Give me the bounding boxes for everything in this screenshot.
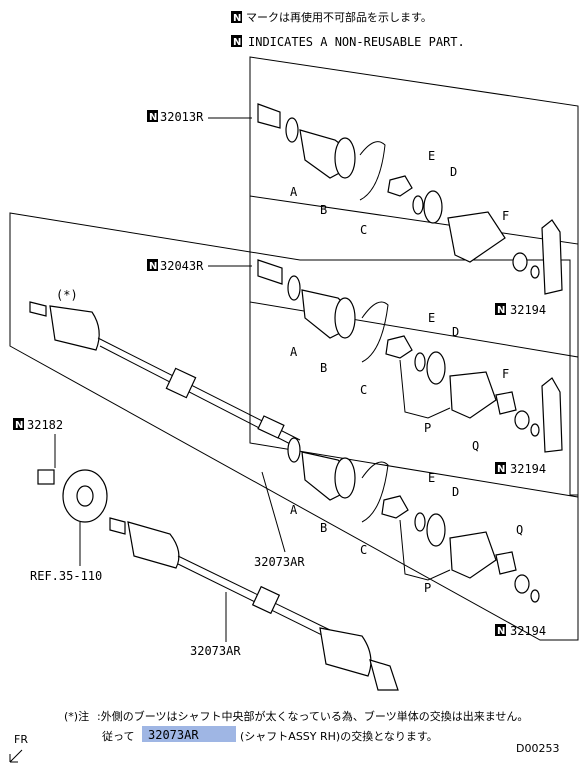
diagram-code: D00253	[516, 742, 559, 755]
n-mark-badge	[495, 462, 506, 474]
letter-B: B	[320, 361, 327, 375]
label-32013R: 32013R	[160, 110, 204, 124]
letter-A: A	[290, 185, 298, 199]
n-mark-badge	[231, 35, 242, 47]
label-32194-lower: 32194	[510, 624, 546, 638]
letter-P: P	[424, 581, 431, 595]
letter-A: A	[290, 503, 298, 517]
letter-D: D	[452, 325, 459, 339]
letter-Q: Q	[472, 439, 479, 453]
top-panel-parts	[257, 103, 563, 295]
n-mark-badge	[495, 624, 506, 636]
label-32194-middle: 32194	[510, 462, 546, 476]
n-mark-letter: N	[497, 305, 505, 316]
n-mark-badge	[147, 259, 158, 271]
footer-note-line1: :外側のブーツはシャフト中央部が太くなっている為、ブーツ単体の交換は出来ません。	[97, 709, 528, 723]
fr-label: FR	[14, 733, 28, 746]
letter-C: C	[360, 223, 367, 237]
label-32073AR-upper: 32073AR	[254, 555, 305, 569]
n-mark-letter: N	[497, 464, 505, 475]
n-mark-letter: N	[149, 112, 157, 123]
label-32182: 32182	[27, 418, 63, 432]
n-mark-letter: N	[233, 13, 241, 24]
letter-E: E	[428, 471, 435, 485]
n-mark-letter: N	[497, 626, 505, 637]
letter-P: P	[424, 421, 431, 435]
letter-D: D	[452, 485, 459, 499]
n-mark-badge	[495, 303, 506, 315]
legend-english: INDICATES A NON-REUSABLE PART.	[248, 35, 465, 49]
fr-arrow-icon	[9, 749, 23, 763]
part-highlight	[142, 726, 236, 742]
panel-shaft	[9, 212, 579, 641]
letter-C: C	[360, 383, 367, 397]
n-mark-letter: N	[15, 420, 23, 431]
label-ref: REF.35-110	[30, 569, 102, 583]
letter-B: B	[320, 203, 327, 217]
footer-note-prefix: (*)注	[64, 709, 89, 723]
shaft-lower	[109, 517, 399, 691]
middle-panel-parts	[257, 259, 563, 453]
letter-D: D	[450, 165, 457, 179]
shaft-upper	[29, 301, 301, 449]
label-star: (*)	[56, 288, 78, 302]
n-mark-badge	[13, 418, 24, 430]
label-32043R: 32043R	[160, 259, 204, 273]
letter-A: A	[290, 345, 298, 359]
letter-E: E	[428, 149, 435, 163]
n-mark-badge	[147, 110, 158, 122]
footer-note-line2-post: (シャフトASSY RH)の交換となります。	[240, 729, 438, 743]
letter-C: C	[360, 543, 367, 557]
n-mark-badge	[231, 11, 242, 23]
letter-F: F	[502, 209, 509, 223]
n-mark-letter: N	[233, 37, 241, 48]
letter-F: F	[502, 367, 509, 381]
letter-Q: Q	[516, 523, 523, 537]
hub-nut	[37, 469, 108, 523]
shaft-lower-parts	[287, 437, 540, 603]
label-32073AR-lower: 32073AR	[190, 644, 241, 658]
footer-note-part: 32073AR	[148, 728, 199, 742]
legend-japanese: マークは再使用不可部品を示します。	[246, 10, 432, 24]
footer-note-line2-pre: 従って	[102, 730, 134, 743]
n-mark-letter: N	[149, 261, 157, 272]
label-32194-top: 32194	[510, 303, 546, 317]
letter-B: B	[320, 521, 327, 535]
letter-E: E	[428, 311, 435, 325]
